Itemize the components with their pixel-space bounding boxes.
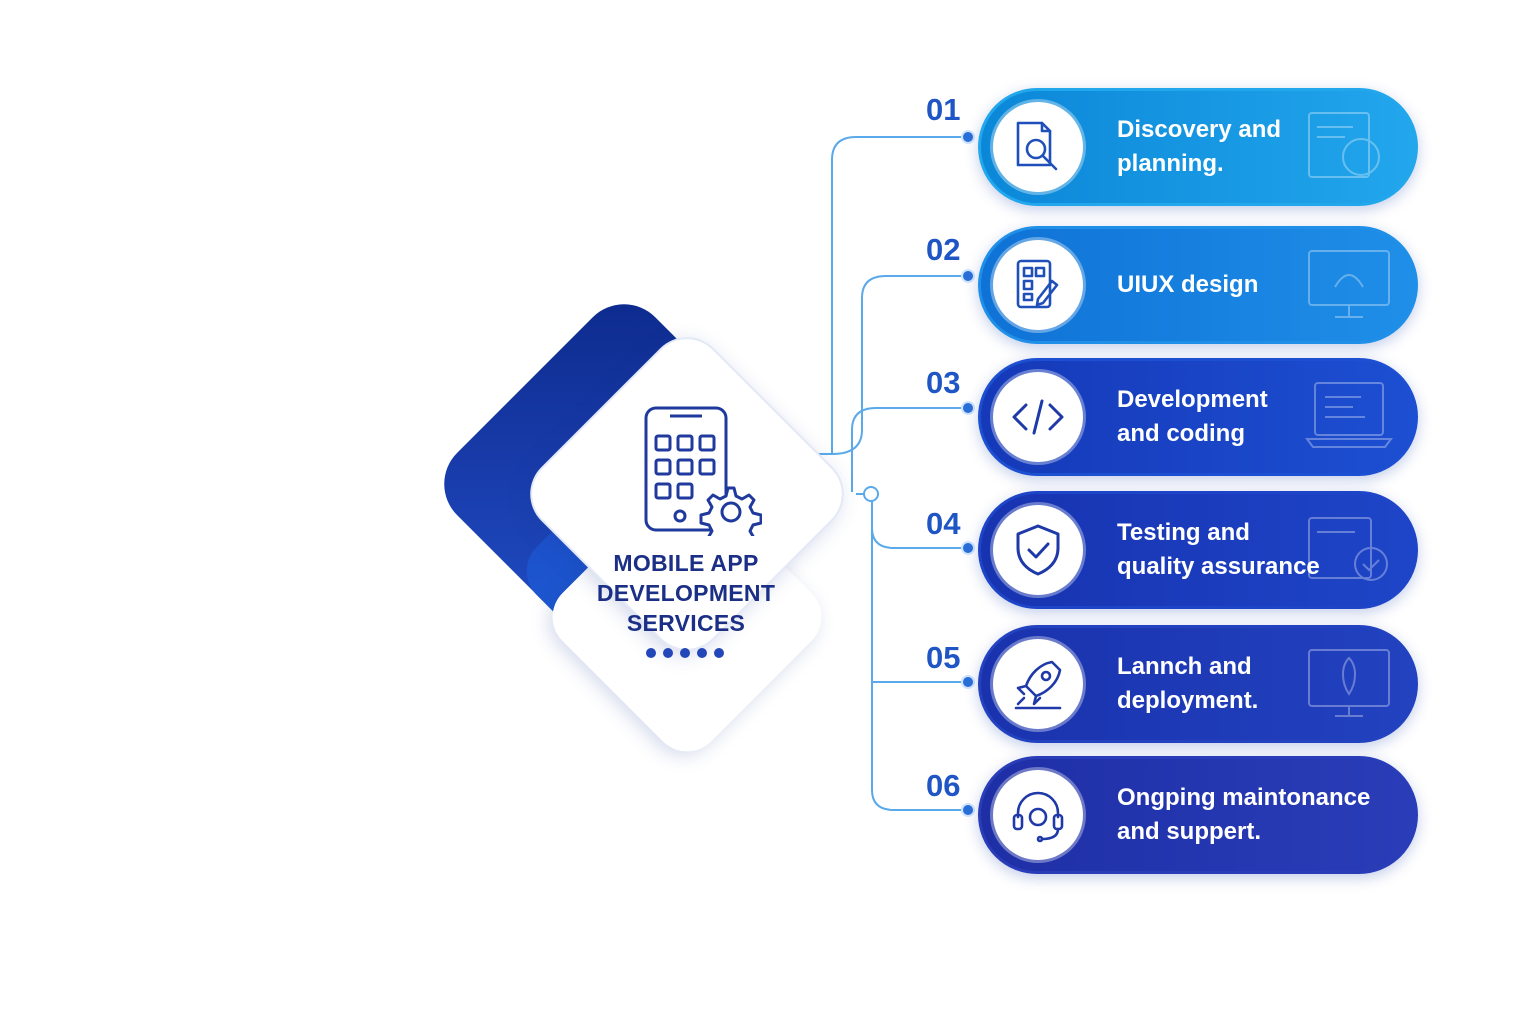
step-label: Lannch and deployment. [1117,650,1327,718]
phone-gear-icon [644,406,762,536]
step-card-launch: Lannch and deployment. [978,625,1418,743]
connector-03 [851,407,968,492]
step-card-discovery: Discovery and planning. [978,88,1418,206]
step-label-line: deployment. [1117,687,1259,714]
headset-support-icon [1012,791,1064,843]
step-label-line: Ongping maintonance [1117,784,1371,811]
step-label: Ongping maintonance and suppert. [1117,781,1371,849]
step-label-line: Lannch and [1117,653,1252,680]
step-label: Development and coding [1117,383,1327,451]
connector-dot [961,401,975,415]
hub-title-line: DEVELOPMENT [596,580,776,606]
connector-06 [871,682,968,811]
step-icon-circle [993,372,1083,462]
connector-dot [961,541,975,555]
step-icon-circle [993,639,1083,729]
layout-pencil-icon [1016,259,1059,309]
step-icon-circle [993,505,1083,595]
step-icon-circle [993,102,1083,192]
background-illustration-icon [1308,649,1390,717]
step-icon-circle [993,770,1083,860]
connector-dot [961,130,975,144]
shield-check-icon [1016,524,1060,576]
connector-dot [961,675,975,689]
step-label: Testing and quality assurance [1117,516,1327,584]
step-label: Discovery and planning. [1117,113,1327,181]
step-number: 04 [926,506,961,541]
step-label-line: planning. [1117,150,1224,177]
step-label-line: Development [1117,386,1268,413]
hub-junction-node [863,486,879,502]
step-number: 06 [926,768,961,803]
connector-02 [831,275,968,455]
step-number: 01 [926,92,961,127]
step-label-line: and suppert. [1117,818,1262,845]
rocket-icon [1014,660,1062,710]
step-card-development: Development and coding [978,358,1418,476]
step-label: UIUX design [1117,268,1327,302]
step-card-uiux: UIUX design [978,226,1418,344]
hub-title-line: SERVICES [626,610,746,636]
step-label-line: Testing and [1117,519,1250,546]
document-search-icon [1016,121,1058,171]
hub-title: MOBILE APP DEVELOPMENT SERVICES [570,548,802,638]
background-illustration-icon [1308,517,1388,581]
hub-dots [646,648,724,658]
step-label-line: UIUX design [1117,271,1259,298]
background-illustration-icon [1305,382,1393,448]
connector-dot [961,803,975,817]
step-card-maintenance: Ongping maintonance and suppert. [978,756,1418,874]
code-brackets-icon [1012,399,1064,435]
step-label-line: quality assurance [1117,553,1320,580]
step-label-line: Discovery and [1117,116,1282,143]
step-card-testing: Testing and quality assurance [978,491,1418,609]
background-illustration-icon [1308,112,1380,178]
step-icon-circle [993,240,1083,330]
step-label-line: and coding [1117,420,1245,447]
step-number: 03 [926,365,961,400]
background-illustration-icon [1308,250,1390,318]
connector-01 [831,136,968,454]
hub-title-line: MOBILE APP [613,550,759,576]
step-number: 05 [926,640,961,675]
connector-dot [961,269,975,283]
step-number: 02 [926,232,961,267]
